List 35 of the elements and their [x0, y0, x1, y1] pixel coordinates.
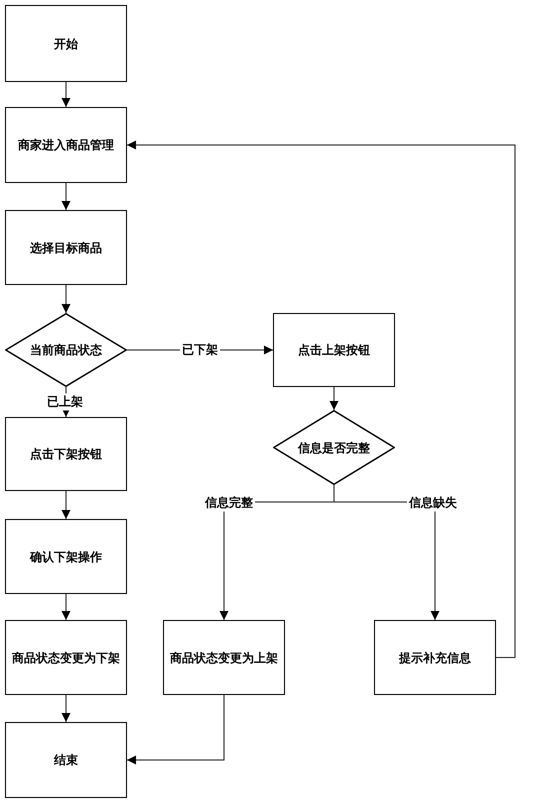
process-box	[374, 620, 496, 695]
arrow	[62, 694, 70, 722]
edge-label: 已下架	[180, 342, 220, 358]
step-label: 提示补充信息	[398, 650, 472, 666]
arrow	[126, 140, 516, 658]
process-box	[5, 5, 127, 82]
step-label: 商家进入商品管理	[17, 137, 115, 154]
process-box	[5, 620, 127, 695]
process-box	[5, 519, 127, 594]
step-label: 开始	[53, 36, 79, 52]
step-label: 结束	[52, 752, 79, 769]
step-label: 商品状态变更为上架	[169, 650, 279, 666]
step-label: 点击下架按钮	[29, 446, 103, 463]
arrow	[62, 284, 70, 314]
step-label: 选择目标商品	[29, 240, 103, 256]
arrow	[62, 594, 70, 620]
edge-label: 信息缺失	[407, 494, 459, 512]
process-box	[5, 210, 127, 285]
step-label: 确认下架操作	[28, 548, 103, 566]
process-box	[163, 620, 285, 695]
step-label: 信息是否完整	[296, 440, 371, 456]
edge-label: 信息完整	[203, 494, 255, 512]
arrow	[62, 182, 70, 210]
process-box	[273, 313, 395, 387]
edge-label: 已上架	[45, 394, 85, 410]
step-label: 当前商品状态	[29, 342, 103, 359]
arrow	[330, 386, 338, 410]
arrow	[126, 694, 224, 764]
step-label: 点击上架按钮	[297, 342, 371, 359]
process-box	[5, 722, 127, 798]
process-box	[5, 417, 127, 491]
process-box	[5, 107, 127, 183]
step-label: 商品状态变更为下架	[11, 650, 121, 666]
arrow	[62, 490, 70, 520]
arrow	[62, 82, 70, 108]
